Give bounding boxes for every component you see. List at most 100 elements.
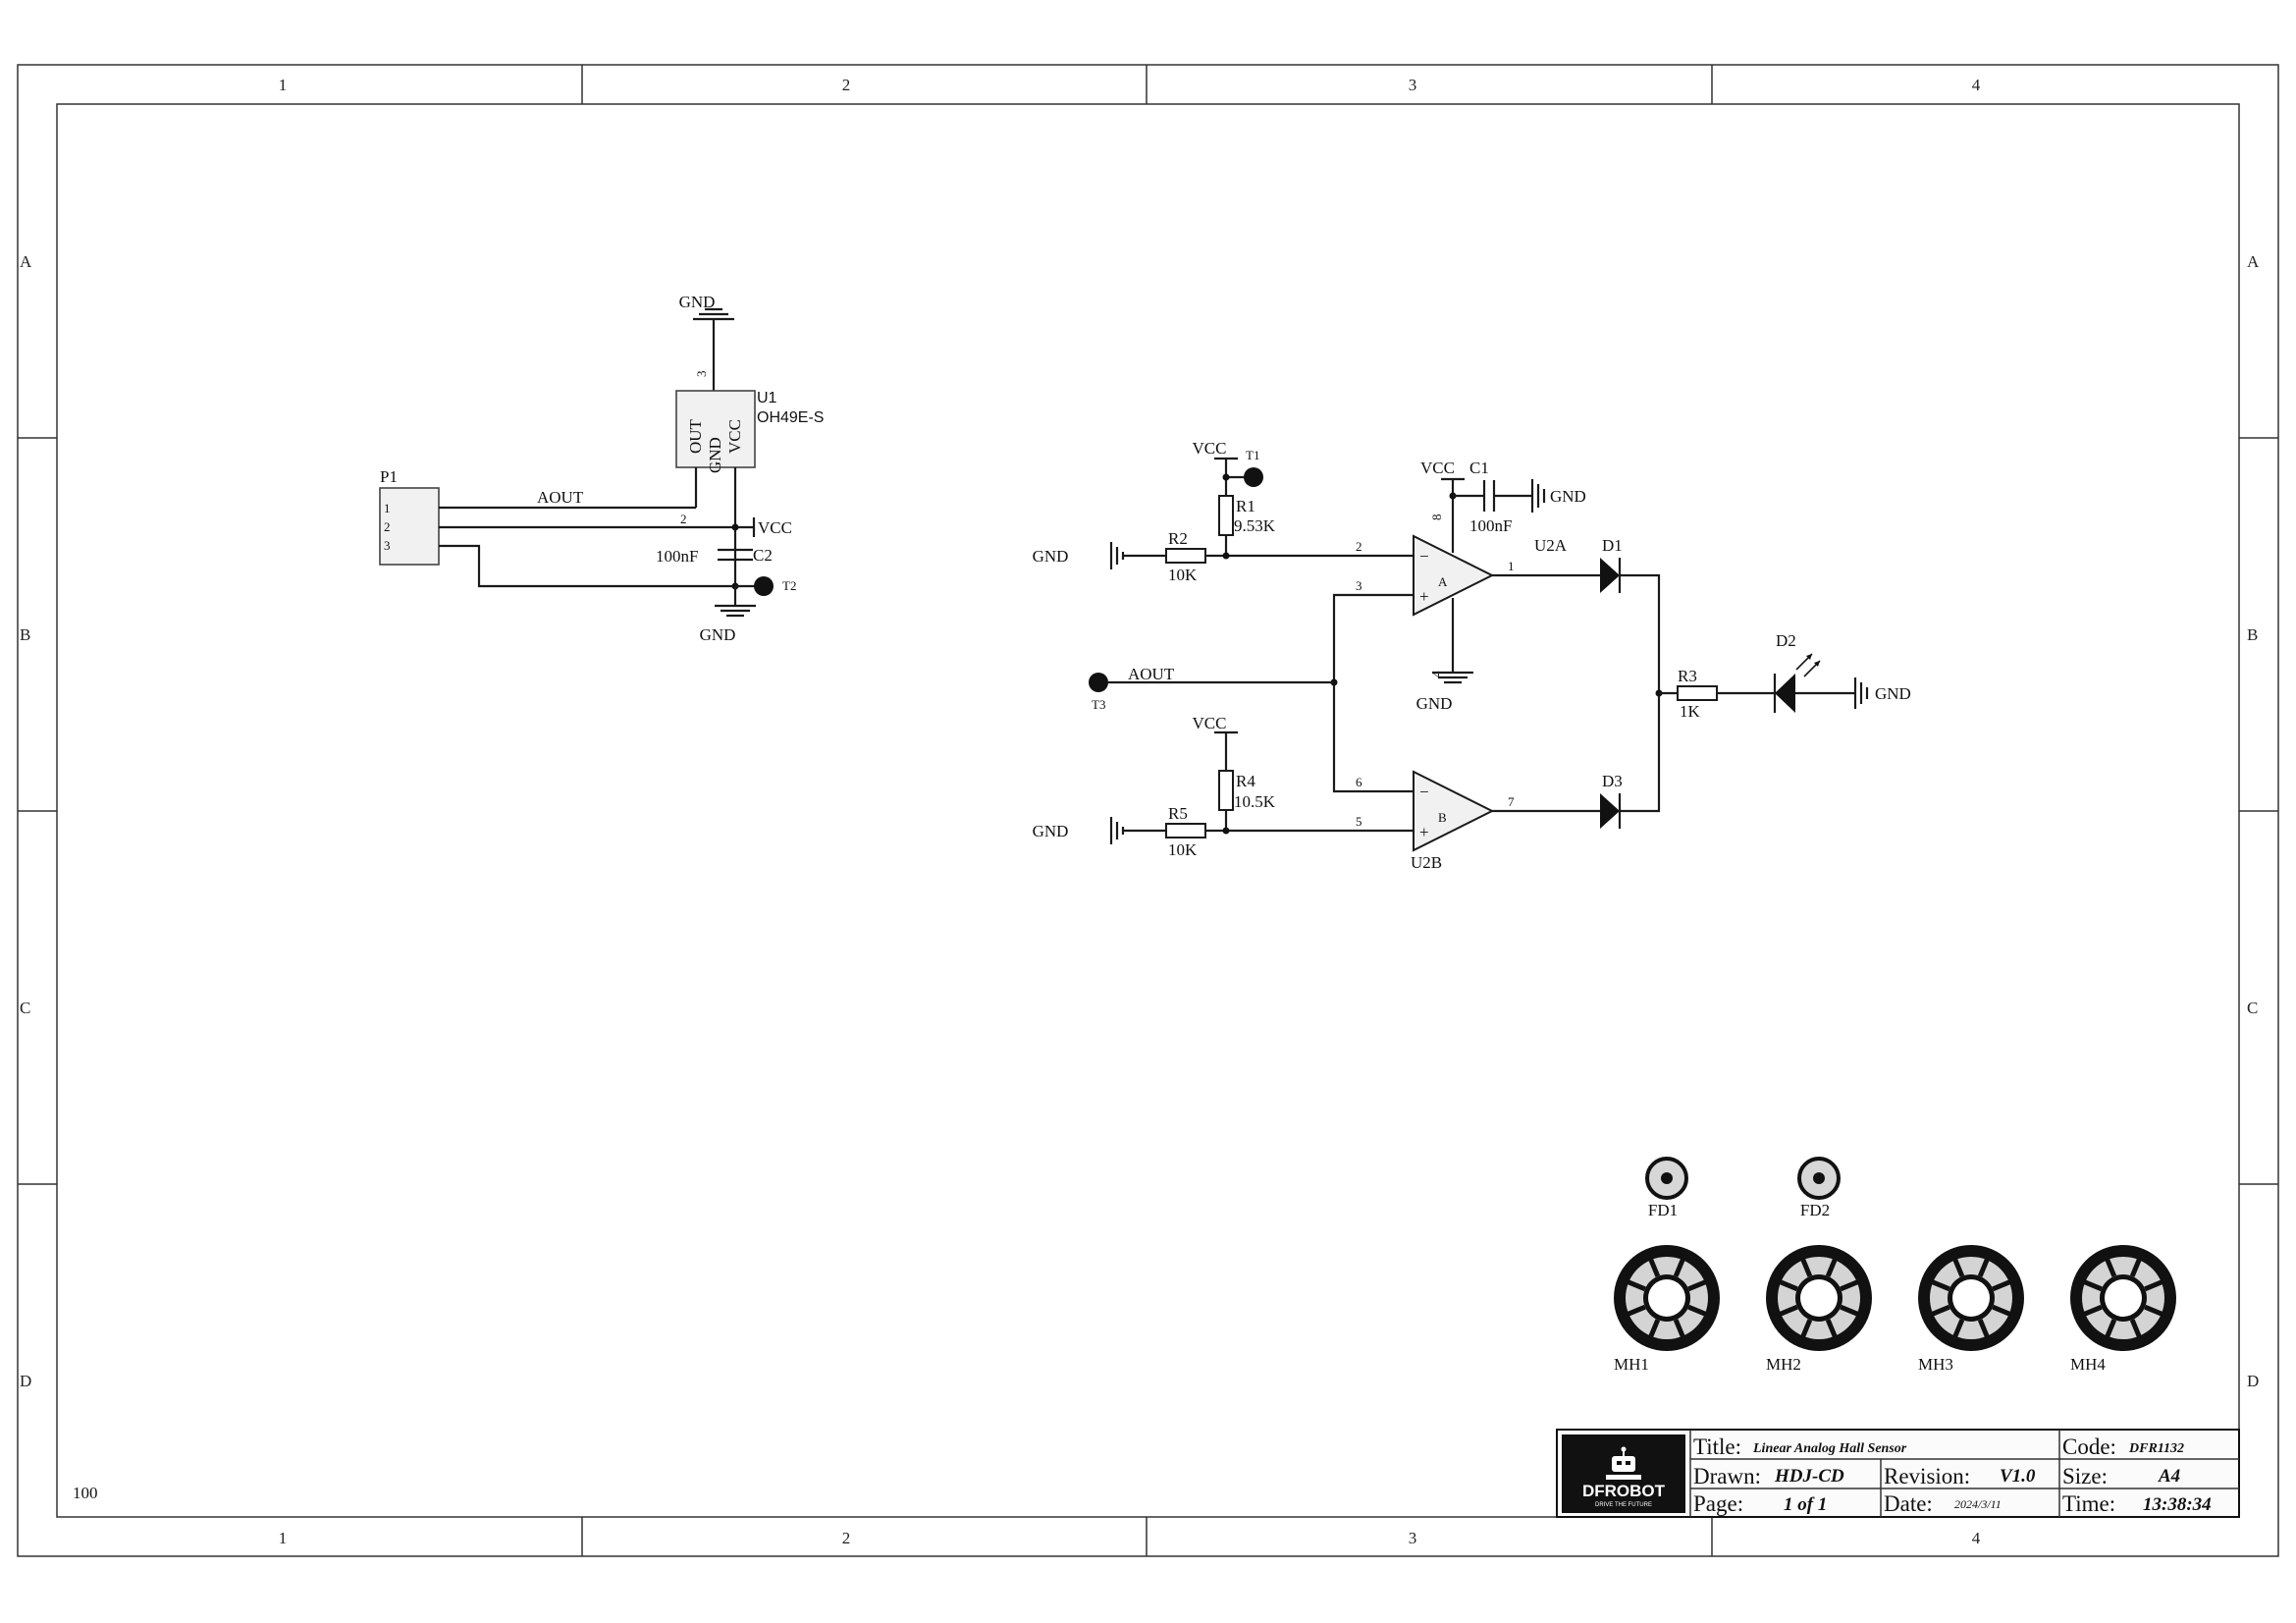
fiducials: FD1 FD2 — [1645, 1157, 1841, 1219]
u2b-minus: − — [1419, 783, 1429, 801]
r5-body — [1165, 823, 1206, 839]
r3-body — [1677, 685, 1718, 701]
u2a-pin2: 2 — [1356, 539, 1362, 554]
logo-tagline: DRIVE THE FUTURE — [1595, 1502, 1652, 1508]
p1-pin1: 1 — [384, 501, 391, 515]
u1-body — [675, 390, 756, 468]
net-label-gnd-u1-bottom: GND — [700, 625, 736, 644]
time-key: Time: — [2062, 1491, 2115, 1516]
drawn-value: HDJ-CD — [1774, 1466, 1844, 1487]
gnd-symbol-u1-top — [693, 307, 734, 391]
u1-pin-label-vcc: VCC — [725, 419, 744, 454]
c2-value: 100nF — [656, 547, 698, 566]
date-value: 2024/3/11 — [1954, 1497, 2002, 1511]
row-label-b-left: B — [20, 625, 30, 644]
u1-ref: U1 — [757, 390, 777, 406]
u2a-opamp — [1413, 534, 1495, 617]
u1-pin3-number: 3 — [694, 371, 709, 378]
row-label-d-left: D — [20, 1372, 31, 1390]
size-key: Size: — [2062, 1464, 2108, 1488]
u2b-unit: B — [1438, 810, 1447, 825]
r1-ref: R1 — [1236, 497, 1255, 515]
date-key: Date: — [1884, 1491, 1933, 1516]
r2-ref: R2 — [1168, 529, 1188, 548]
r4-body — [1218, 770, 1234, 811]
logo-text: DFROBOT — [1582, 1482, 1666, 1500]
r4-ref: R4 — [1236, 772, 1255, 790]
u2a-ref: U2A — [1534, 536, 1568, 555]
row-label-c-left: C — [20, 999, 30, 1017]
r2-value: 10K — [1168, 566, 1198, 584]
revision-value: V1.0 — [2000, 1466, 2036, 1487]
u2a-minus: − — [1419, 547, 1429, 566]
u2a-pin4: 4 — [1429, 671, 1444, 677]
mh1-mounting-hole — [1614, 1245, 1720, 1351]
fd1-label: FD1 — [1648, 1201, 1678, 1219]
time-value: 13:38:34 — [2143, 1494, 2212, 1515]
revision-key: Revision: — [1884, 1464, 1970, 1488]
mounting-holes — [1614, 1245, 2176, 1351]
u2b-pin7: 7 — [1508, 794, 1515, 809]
r1-body — [1218, 495, 1234, 536]
col-label-2-top: 2 — [842, 76, 851, 94]
mh3-mounting-hole — [1918, 1245, 2024, 1351]
t1-label: T1 — [1246, 448, 1259, 462]
d2-led — [1775, 674, 1795, 713]
col-label-3-bottom: 3 — [1409, 1529, 1417, 1547]
u1-part: OH49E-S — [757, 409, 824, 426]
drawn-key: Drawn: — [1693, 1464, 1761, 1488]
c1-ref: C1 — [1469, 459, 1489, 477]
row-label-b-right: B — [2247, 625, 2258, 644]
u2a-pin3: 3 — [1356, 578, 1362, 593]
u2a-pin8: 8 — [1429, 514, 1444, 521]
p1-pin2: 2 — [384, 519, 391, 534]
u2b-pin5: 5 — [1356, 814, 1362, 829]
title-value: Linear Analog Hall Sensor — [1752, 1441, 1907, 1456]
t3-label: T3 — [1092, 697, 1105, 712]
net-label-aout-right: AOUT — [1128, 665, 1175, 683]
d3-diode — [1600, 793, 1620, 829]
wire-aout-split — [1332, 593, 1414, 793]
dfrobot-logo-icon — [1606, 1446, 1641, 1480]
corner-note: 100 — [73, 1484, 98, 1502]
c2-ref: C2 — [753, 546, 773, 565]
d1-diode — [1600, 558, 1620, 593]
u1-pin-label-out: OUT — [686, 418, 705, 454]
p1-pin3: 3 — [384, 538, 391, 553]
net-label-gnd-c1: GND — [1550, 487, 1586, 506]
row-label-d-right: D — [2247, 1372, 2259, 1390]
comparator-circuit: VCC T1 R1 9.53K GND R2 10K 2 − + A U2A V… — [1033, 439, 1911, 872]
net-label-gnd-r2: GND — [1033, 547, 1069, 566]
u2b-ref: U2B — [1411, 853, 1442, 872]
drawing-frame — [17, 64, 2279, 1557]
d1-ref: D1 — [1602, 536, 1623, 555]
col-label-4-top: 4 — [1972, 76, 1981, 94]
p1-connector-body — [379, 487, 440, 566]
c1-value: 100nF — [1469, 516, 1512, 535]
net-label-gnd-u2a: GND — [1416, 694, 1453, 713]
col-label-1-bottom: 1 — [279, 1529, 288, 1547]
mh1-label: MH1 — [1614, 1355, 1649, 1374]
t2-label: T2 — [782, 578, 796, 593]
u1-pin-label-gnd: GND — [706, 437, 724, 473]
title-key: Title: — [1693, 1434, 1741, 1459]
zone-labels: 1 2 3 4 1 2 3 4 A B C D A B C D 100 — [20, 76, 2260, 1547]
size-value: A4 — [2158, 1466, 2180, 1487]
col-label-4-bottom: 4 — [1972, 1529, 1981, 1547]
net-label-vcc-r1: VCC — [1193, 439, 1227, 458]
hall-sensor-circuit: GND 3 OUT GND VCC U1 OH49E-S P1 1 2 3 AO… — [379, 293, 824, 644]
net-label-gnd-u1-top: GND — [679, 293, 716, 311]
u2a-unit: A — [1438, 574, 1448, 589]
row-label-c-right: C — [2247, 999, 2258, 1017]
r1-value: 9.53K — [1234, 516, 1276, 535]
u2a-plus: + — [1419, 587, 1429, 606]
row-label-a-right: A — [2247, 252, 2260, 271]
r5-value: 10K — [1168, 840, 1198, 859]
p1-ref: P1 — [380, 467, 398, 486]
col-label-1-top: 1 — [279, 76, 288, 94]
row-label-a-left: A — [20, 252, 32, 271]
r2-body — [1165, 548, 1206, 564]
net-label-gnd-r5: GND — [1033, 822, 1069, 840]
